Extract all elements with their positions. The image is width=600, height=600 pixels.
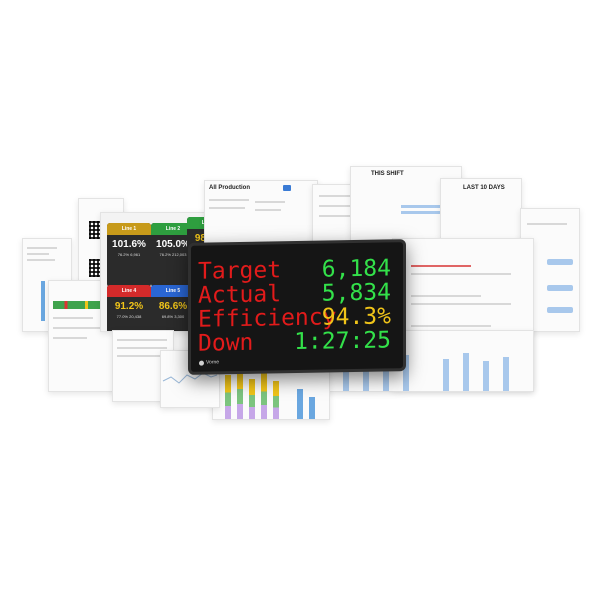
- panel-title: THIS SHIFT: [371, 171, 404, 177]
- tile-metric: 3,300: [174, 314, 185, 319]
- panel-title: LAST 10 DAYS: [463, 185, 505, 191]
- line-tile[interactable]: Line 1 101.6% 76.2% 6,961: [107, 223, 151, 287]
- tile-metric: 6,961: [130, 252, 141, 257]
- last-days-panel: LAST 10 DAYS: [440, 178, 522, 240]
- tile-metric: 212,003: [172, 252, 187, 257]
- scoreboard-label: Actual: [198, 281, 282, 309]
- tile-value: 105.0%: [156, 239, 190, 250]
- scoreboard-value: 6,184: [321, 255, 391, 283]
- scoreboard-label: Target: [198, 257, 282, 285]
- tile-metric: 77.0%: [116, 314, 128, 319]
- tile-metric: 76.2%: [159, 252, 171, 257]
- tile-metric: 69.8%: [161, 314, 174, 319]
- scoreboard-label: Down: [198, 329, 254, 357]
- tile-value: 91.2%: [114, 301, 144, 312]
- brand-name: Vorne: [206, 359, 220, 366]
- scoreboard-value: 94.3%: [321, 303, 391, 331]
- view-toggle-icon[interactable]: [283, 185, 291, 191]
- panel-title: All Production: [209, 185, 250, 191]
- tile-name: Line 1: [107, 223, 151, 235]
- tile-metric: 76.2%: [117, 252, 130, 257]
- led-scoreboard: Target 6,184 Actual 5,834 Efficiency 94.…: [188, 239, 406, 375]
- line-tile[interactable]: Line 4 91.2% 77.0% 20,438: [107, 285, 151, 331]
- vorne-logo-icon: [199, 360, 204, 366]
- line-tile[interactable]: Line 5 86.6% 69.8% 3,300: [151, 285, 195, 331]
- brand-logo: Vorne: [199, 359, 220, 366]
- tile-name: Line 5: [151, 285, 195, 297]
- tile-value: 101.6%: [112, 239, 146, 250]
- scoreboard-value: 5,834: [321, 279, 391, 307]
- tile-name: Line 4: [107, 285, 151, 297]
- tile-name: Line 2: [151, 223, 195, 235]
- tile-metric: 20,438: [129, 314, 142, 319]
- trend-line: [162, 372, 218, 384]
- tile-value: 86.6%: [158, 301, 188, 312]
- scoreboard-value: 1:27:25: [294, 327, 391, 356]
